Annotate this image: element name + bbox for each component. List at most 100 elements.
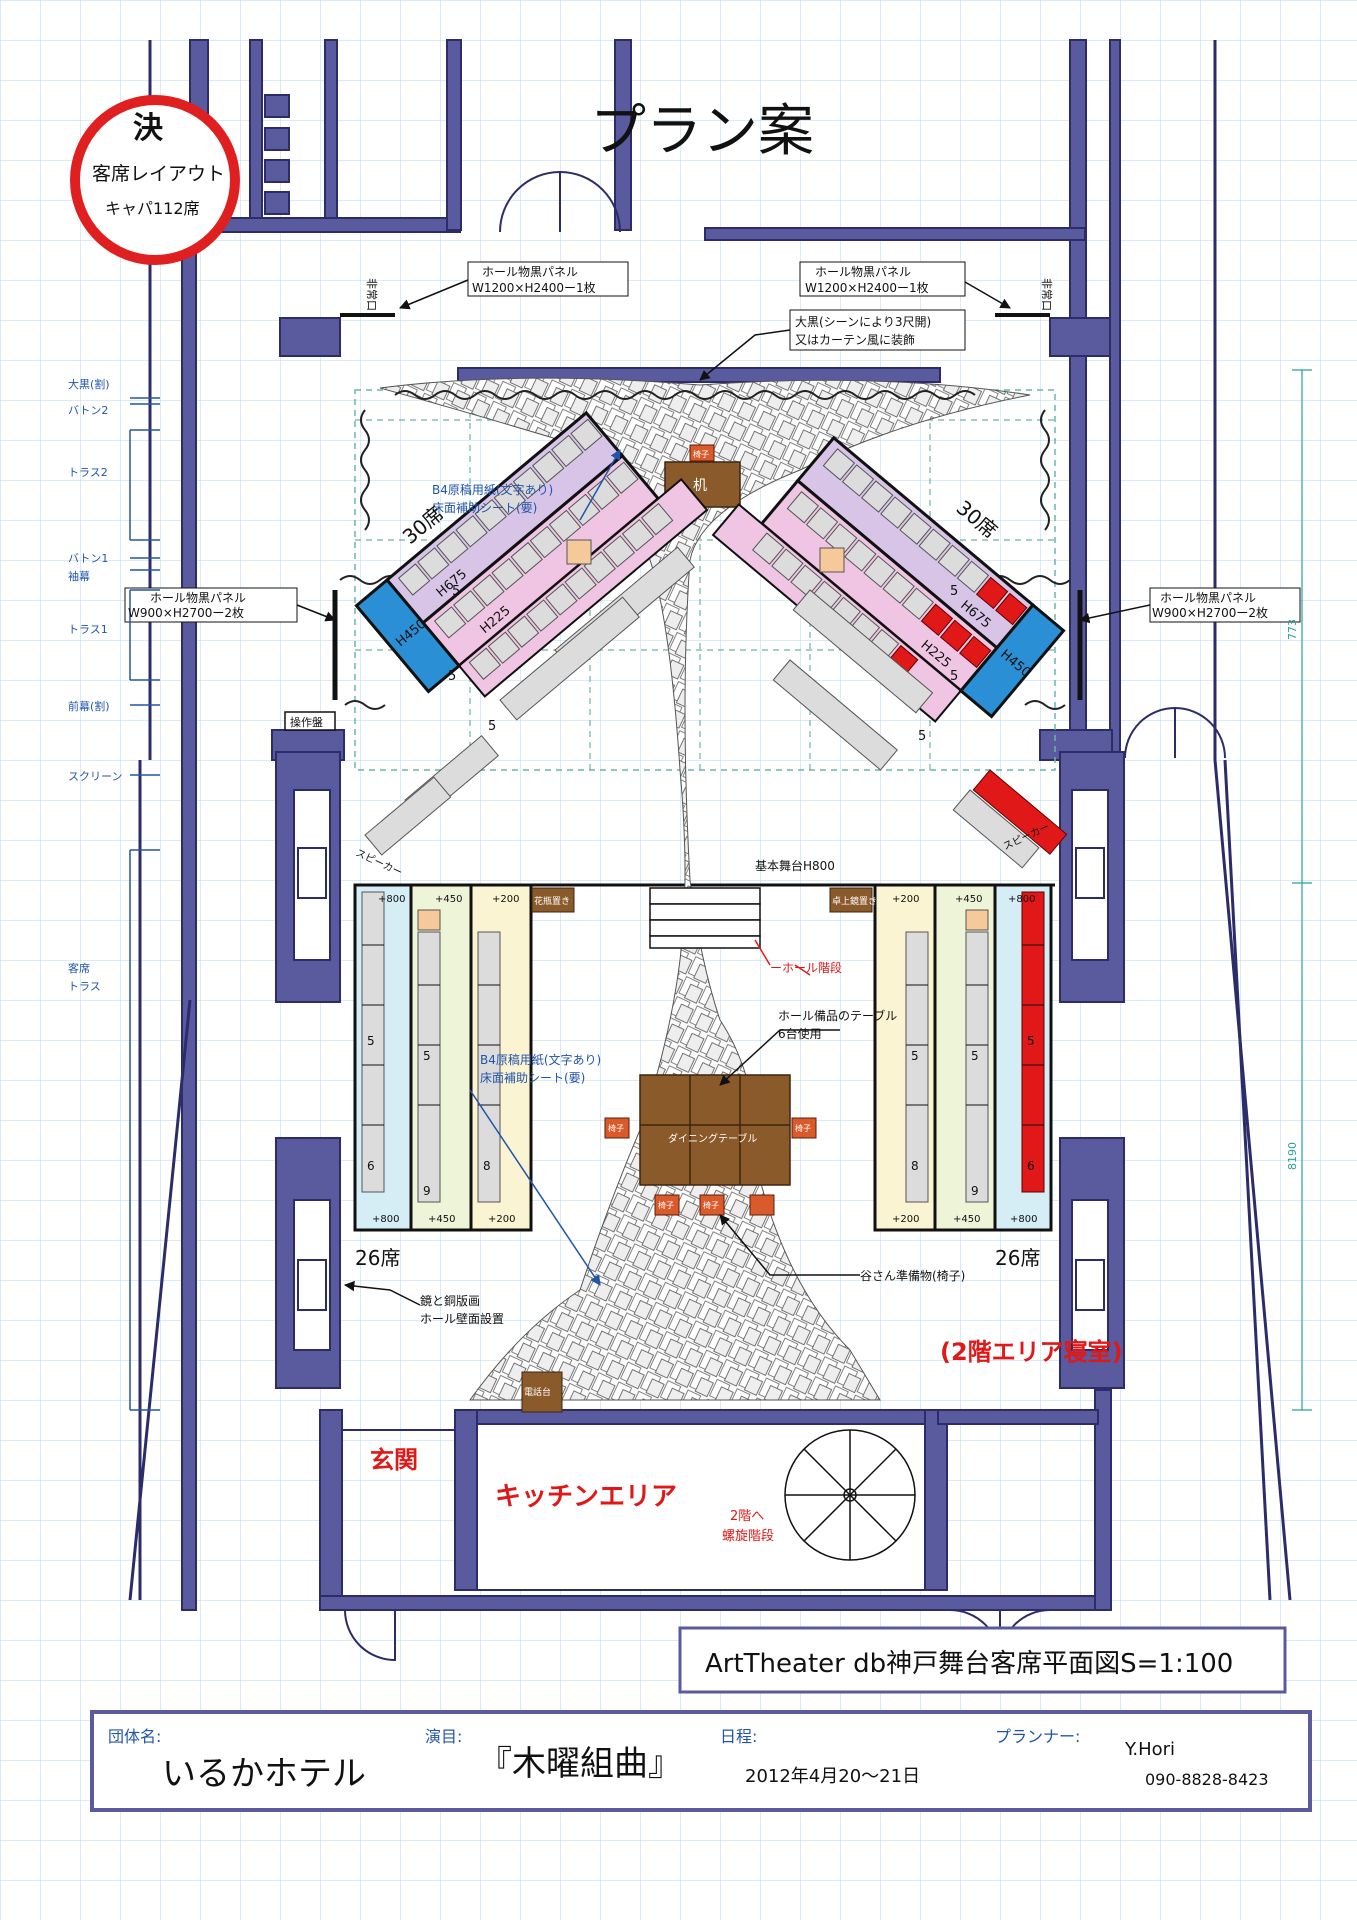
- front-curtain-left: [344, 700, 386, 710]
- chairs-note: 谷さん準備物(椅子): [860, 1268, 965, 1283]
- svg-text:+450: +450: [955, 894, 982, 905]
- door-tag-right: 非常口: [1040, 278, 1053, 311]
- panel-top-left-label: ホール物黒パネル: [482, 265, 578, 279]
- mirror-note-line1: 鏡と銅版画: [420, 1293, 480, 1308]
- dining-table-label: ダイニングテーブル: [668, 1132, 757, 1145]
- panel-side-right-size: W900×H2700ー2枚: [1152, 605, 1268, 620]
- svg-text:+200: +200: [892, 894, 919, 905]
- bank-height-labels: +800 +450 +200 +800 +450 +200 +200 +450 …: [372, 894, 1037, 1225]
- panel-top-right-size: W1200×H2400ー1枚: [805, 280, 929, 295]
- rigging-labels: 大黒(割) バトン2 トラス2 バトン1 袖幕 トラス1 前幕(割) スクリーン…: [68, 377, 122, 993]
- dimension-upper: 773: [1286, 619, 1299, 640]
- paper-note-mid-line1: B4原稿用紙(文字あり): [480, 1052, 601, 1067]
- curtain-left: [360, 409, 370, 531]
- footer-group-label: 団体名:: [108, 1727, 161, 1746]
- footer-title-value: 『木曜組曲』: [478, 1744, 682, 1784]
- svg-text:椅子: 椅子: [703, 1200, 719, 1210]
- stairs-red-leader: [794, 964, 811, 976]
- page-title: プラン案: [590, 99, 814, 164]
- callout-boxes: [124, 261, 1301, 623]
- svg-text:客席: 客席: [68, 961, 90, 975]
- svg-text:+800: +800: [1010, 1214, 1037, 1225]
- flower-stand: [531, 887, 575, 913]
- dining-chairs: [604, 1117, 817, 1216]
- svg-text:+450: +450: [953, 1214, 980, 1225]
- bank-numbers: 5 6 5 9 8 5 8 5 9 5 6: [367, 1034, 1035, 1198]
- orange-cushion-left: [417, 909, 441, 931]
- blue-note-leaders: [469, 449, 621, 1286]
- table-note-line2: 6台使用: [778, 1026, 822, 1041]
- footer-planner-name: Y.Hori: [1124, 1739, 1175, 1760]
- svg-text:椅子: 椅子: [658, 1200, 674, 1210]
- stairs-note-line1: 2階へ: [730, 1509, 764, 1524]
- svg-text:5: 5: [950, 669, 958, 684]
- curtain-top: [394, 390, 976, 400]
- svg-text:+450: +450: [428, 1214, 455, 1225]
- stamp-line2: キャパ112席: [105, 199, 200, 218]
- svg-text:6: 6: [1027, 1159, 1035, 1173]
- left-bank-chairs: [361, 891, 501, 1203]
- svg-text:5: 5: [488, 719, 496, 734]
- flower-stand-label: 花瓶置き: [534, 895, 570, 907]
- footer-date-label: 日程:: [720, 1727, 757, 1746]
- desk-chair: [689, 444, 715, 462]
- hall-stairs: [649, 887, 761, 949]
- svg-text:8: 8: [911, 1159, 919, 1173]
- footer-planner-label: プランナー:: [995, 1727, 1080, 1746]
- outer-slanted-walls: [128, 40, 1292, 1601]
- svg-text:大黒(割): 大黒(割): [68, 377, 110, 391]
- mirror-note-line2: ホール壁面設置: [420, 1311, 504, 1326]
- panel-side-left-label: ホール物黒パネル: [150, 591, 246, 605]
- side-curtain-right: [989, 575, 1071, 585]
- seat-count-left-bank: 26席: [355, 1246, 400, 1270]
- footer-planner-phone: 090-8828-8423: [1145, 1770, 1269, 1789]
- svg-text:バトン2: バトン2: [68, 404, 108, 417]
- stairs-leader: [754, 939, 771, 966]
- footer-title-label: 演目:: [425, 1727, 462, 1746]
- floor-chairs-right: [772, 589, 1040, 869]
- svg-text:椅子: 椅子: [608, 1123, 624, 1133]
- svg-text:+800: +800: [372, 1214, 399, 1225]
- svg-text:トラス: トラス: [68, 980, 101, 993]
- svg-text:5: 5: [1027, 1034, 1035, 1048]
- oguro-line1: 大黒(シーンにより3尺開): [795, 315, 931, 329]
- svg-text:バトン1: バトン1: [68, 552, 108, 565]
- plan-caption-box: [678, 1626, 1287, 1694]
- red-seats-right-front: [972, 769, 1068, 855]
- svg-text:9: 9: [971, 1184, 979, 1198]
- second-floor-label: (2階エリア寝室): [940, 1338, 1123, 1366]
- desk-label: 机: [693, 478, 707, 494]
- svg-text:5: 5: [950, 584, 958, 599]
- spiral-staircase: [784, 1429, 916, 1561]
- paper-note-mid-line2: 床面補助シート(要): [480, 1071, 585, 1085]
- stage-base-label: 基本舞台H800: [755, 858, 835, 873]
- stamp-big: 決: [133, 111, 164, 146]
- footer-group-value: いるかホテル: [162, 1754, 366, 1794]
- svg-text:5: 5: [448, 669, 456, 684]
- panel-top-left-size: W1200×H2400ー1枚: [472, 280, 596, 295]
- riser-block-left: H675 H225 H450: [354, 410, 709, 698]
- panel-side-left-size: W900×H2700ー2枚: [128, 605, 244, 620]
- lamp-stand: [829, 887, 873, 913]
- orange-cushion-right: [965, 909, 989, 931]
- leader-lines: [296, 279, 1151, 1306]
- svg-text:袖幕: 袖幕: [68, 569, 90, 583]
- stairs-note-line2: 螺旋階段: [722, 1529, 774, 1544]
- desk-chair-label: 椅子: [693, 449, 709, 459]
- paper-note-top-line1: B4原稿用紙(文字あり): [432, 482, 553, 497]
- side-table-left: [566, 539, 592, 565]
- svg-text:9: 9: [423, 1184, 431, 1198]
- side-table-right: [819, 547, 845, 573]
- svg-text:+800: +800: [378, 894, 405, 905]
- front-curtain-right: [1024, 700, 1066, 710]
- seat-count-right-bank: 26席: [995, 1246, 1040, 1270]
- rigging-markers: [129, 397, 160, 1411]
- stage-dashed-zone: [354, 389, 1056, 771]
- svg-text:+200: +200: [892, 1214, 919, 1225]
- svg-text:6: 6: [367, 1159, 375, 1173]
- svg-text:5: 5: [423, 1049, 431, 1063]
- svg-text:8: 8: [483, 1159, 491, 1173]
- panel-side-right-label: ホール物黒パネル: [1160, 591, 1256, 605]
- svg-text:5: 5: [367, 1034, 375, 1048]
- svg-text:前幕(割): 前幕(割): [68, 699, 110, 713]
